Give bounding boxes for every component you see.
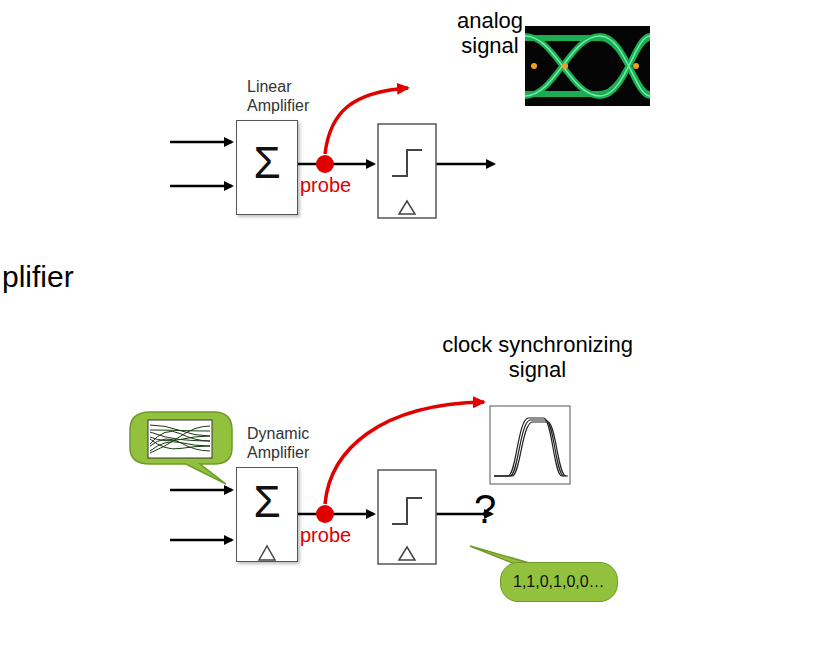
speech-bubble <box>130 412 232 484</box>
amplifier-title: Dynamic Amplifier <box>247 424 327 462</box>
probe-arrow <box>325 402 484 504</box>
cut-title: plifier <box>2 260 74 295</box>
amplifier-box: Linear AmplifierΣ <box>236 120 298 215</box>
signal-label: analog signal <box>435 8 545 59</box>
comparator-box <box>378 124 436 218</box>
amplifier-box: Dynamic AmplifierΣ <box>236 467 298 562</box>
signal-label: clock synchronizing signal <box>420 332 655 383</box>
clock-pulse-plot <box>490 406 570 484</box>
probe-label: probe <box>300 174 351 197</box>
sigma-symbol: Σ <box>237 480 297 524</box>
question-mark: ? <box>474 486 496 532</box>
probe-label: probe <box>300 524 351 547</box>
bit-sequence: 1,1,0,1,0,0… <box>513 573 605 591</box>
probe-dot <box>316 505 334 523</box>
sigma-symbol: Σ <box>237 141 297 185</box>
probe-dot <box>316 155 334 173</box>
speech-bubble: 1,1,0,1,0,0… <box>500 562 618 602</box>
eye-diagram <box>525 26 650 106</box>
amplifier-title: Linear Amplifier <box>247 77 327 115</box>
comparator-box <box>378 470 436 564</box>
clock-triangle <box>259 546 275 560</box>
probe-arrow <box>325 88 408 154</box>
